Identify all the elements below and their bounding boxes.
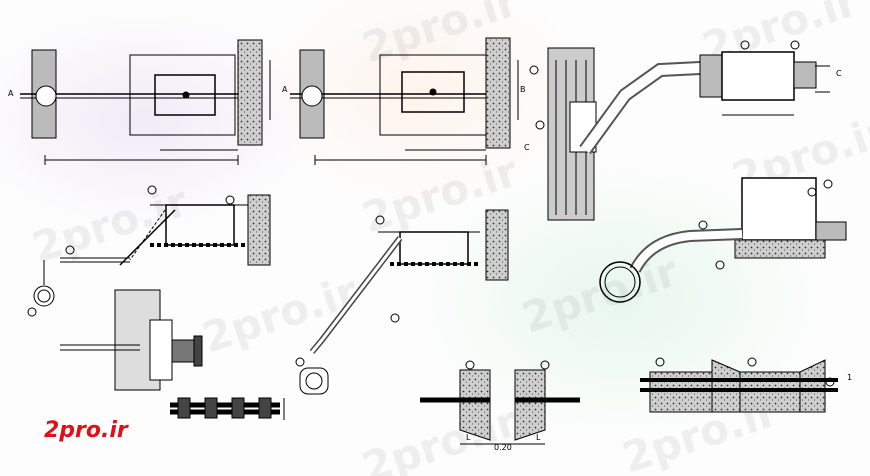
label-c-left: C [524, 143, 530, 152]
wall-penetration-detail [420, 360, 580, 445]
section-detail-left [27, 185, 271, 317]
plan-view-1 [20, 39, 271, 165]
wall-section-1 [237, 39, 263, 146]
pit-inner-1 [154, 74, 216, 116]
junction-box [721, 51, 795, 101]
manhole-box [741, 177, 817, 241]
label-a-mid: A [282, 85, 288, 94]
label-c-right: C [836, 69, 842, 78]
pipe-detail-right [599, 177, 847, 303]
label-spacing: 0.20 [494, 443, 512, 452]
bottom-right-section [640, 357, 838, 413]
site-logo: 2pro.ir [44, 418, 128, 443]
pole-bracket-detail [60, 289, 203, 391]
pole-elevation [529, 40, 830, 221]
label-l-right: L [536, 433, 541, 442]
label-l-left: L [466, 433, 471, 442]
wall-section-2 [485, 37, 511, 149]
label-b-right: B [520, 85, 526, 94]
pit-outline-1 [129, 54, 236, 136]
label-a-left: A [8, 89, 14, 98]
coupling [699, 54, 723, 98]
conduit-chain-section [170, 397, 285, 420]
plan-view-2 [290, 37, 519, 165]
section-detail-middle [295, 209, 509, 395]
pole-section-1 [35, 85, 57, 107]
label-one: 1 [847, 373, 852, 382]
pit-section-left [165, 204, 235, 246]
labels: A A B C C 1 L L 0.20 [8, 69, 852, 452]
